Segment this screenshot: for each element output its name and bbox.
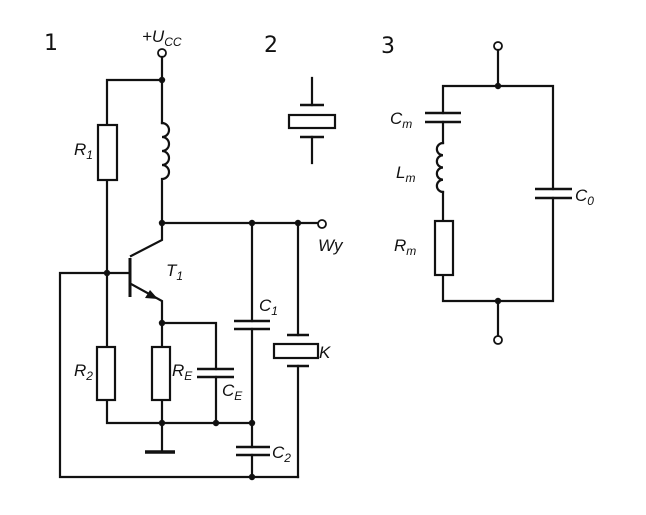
capacitor-cm [425, 111, 461, 124]
label-wy: Wy [318, 236, 344, 255]
node [158, 76, 166, 84]
capacitor-ce [197, 367, 234, 379]
capacitor-c0 [535, 187, 572, 200]
panel-number-2: 2 [264, 33, 278, 58]
label-t1: T1 [166, 261, 183, 283]
crystal-symbol [287, 76, 337, 165]
label-c1: C1 [259, 296, 278, 318]
capacitor-c1 [234, 319, 270, 331]
capacitor-c2 [236, 445, 270, 457]
node [494, 297, 502, 305]
label-rm: Rm [394, 236, 416, 258]
label-re: RE [172, 361, 193, 383]
node [158, 319, 166, 327]
label-ucc: +UCC [142, 27, 182, 49]
output-terminal-wy [317, 219, 327, 229]
label-k: K [319, 343, 331, 362]
node [212, 419, 220, 427]
label-c2: C2 [272, 443, 291, 465]
label-cm: Cm [390, 109, 412, 131]
transistor-t1 [105, 221, 164, 325]
panel-number-3: 3 [381, 34, 395, 59]
node [494, 82, 502, 90]
label-r2: R2 [74, 361, 93, 383]
inductor-collector [160, 121, 171, 225]
crystal-equivalent-circuit [425, 41, 572, 345]
label-ce: CE [222, 381, 243, 403]
inductor-lm [435, 141, 445, 194]
resistor-rm [433, 219, 455, 277]
resistor-r1 [96, 123, 119, 182]
panel-number-1: 1 [44, 31, 58, 56]
resistor-r2 [95, 345, 117, 402]
label-c0: C0 [575, 186, 594, 208]
label-lm: Lm [396, 163, 415, 185]
node [248, 473, 256, 481]
ucc-terminal [157, 48, 167, 58]
top-terminal [493, 41, 503, 51]
oscillator-circuit [58, 48, 327, 481]
bottom-terminal [493, 335, 503, 345]
label-r1: R1 [74, 140, 93, 162]
crystal-k [272, 221, 320, 479]
resistor-re [150, 345, 172, 402]
